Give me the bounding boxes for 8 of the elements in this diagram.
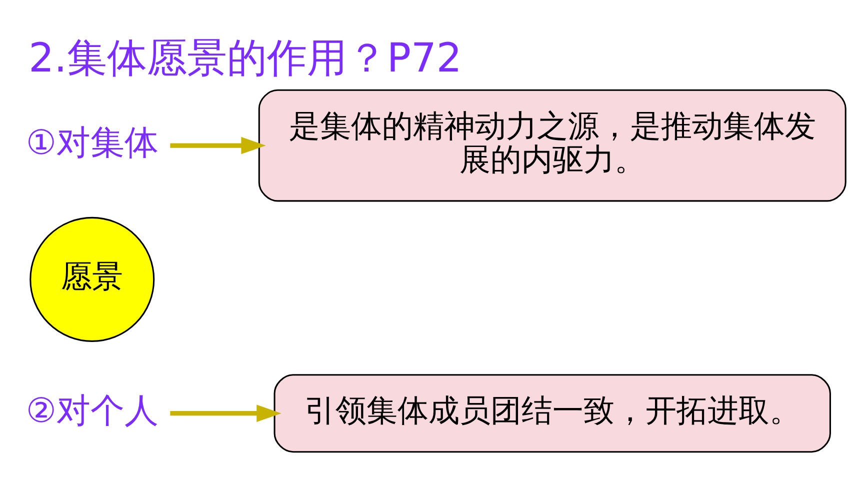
arrow xyxy=(170,136,266,154)
arrow xyxy=(170,404,282,422)
node-text: ②对个人 xyxy=(26,390,158,430)
node-circle: 愿景 xyxy=(30,216,155,342)
node-text: ①对集体 xyxy=(26,122,158,162)
node-box: 是集体的精神动力之源，是推动集体发展的内驱力。 xyxy=(258,88,846,202)
diagram-title: 2.集体愿景的作用？P72 xyxy=(28,34,462,81)
node-box: 引领集体成员团结一致，开拓进取。 xyxy=(274,374,831,452)
